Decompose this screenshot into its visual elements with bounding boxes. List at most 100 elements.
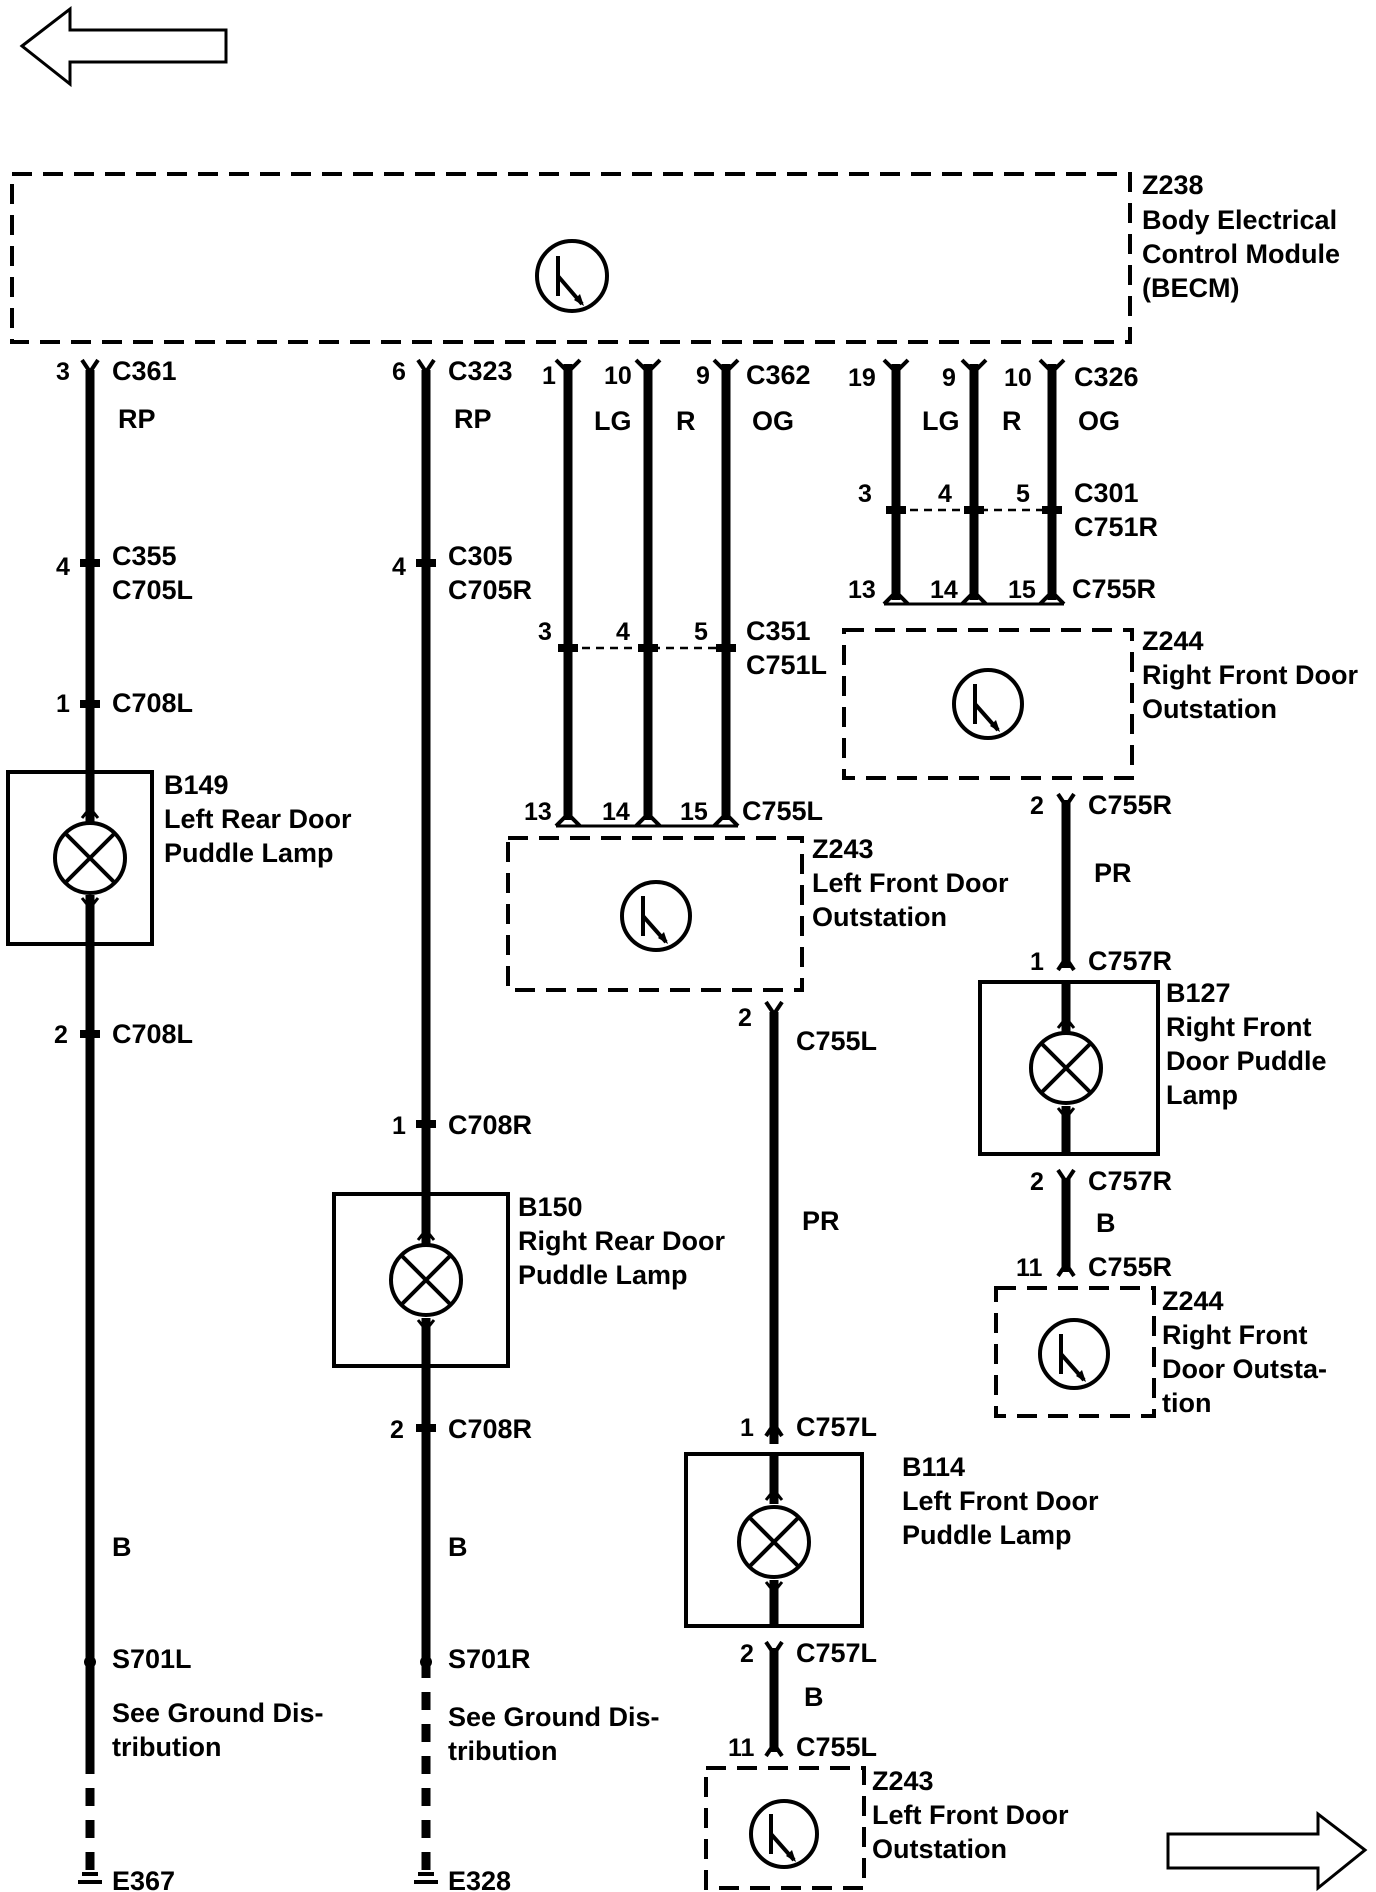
wire-color-r-2: R bbox=[1002, 406, 1022, 436]
becm-module bbox=[10, 172, 1132, 344]
b150-id: B150 bbox=[518, 1192, 583, 1222]
z244-bot-line-3: tion bbox=[1162, 1388, 1211, 1418]
splice-s701l: S701L bbox=[112, 1644, 192, 1674]
b127-id: B127 bbox=[1166, 978, 1231, 1008]
z243-bot-id: Z243 bbox=[872, 1766, 934, 1796]
b149-id: B149 bbox=[164, 770, 229, 800]
b114-lamp bbox=[684, 1452, 864, 1628]
b127-line-1: Right Front bbox=[1166, 1012, 1311, 1042]
wire-color-b-2: B bbox=[448, 1532, 468, 1562]
c351-pin-4: 4 bbox=[616, 618, 630, 646]
connector-c708l-bot: C708L bbox=[112, 1019, 193, 1049]
connector-c708r-top: C708R bbox=[448, 1110, 532, 1140]
c755r-pin-14: 14 bbox=[930, 576, 958, 604]
b114-line-1: Left Front Door bbox=[902, 1486, 1099, 1516]
connector-c705l: C705L bbox=[112, 575, 193, 605]
c757r-pin-1: 1 bbox=[1030, 948, 1044, 976]
wires-left-front-harness bbox=[554, 358, 740, 828]
connector-c362: C362 bbox=[746, 360, 811, 390]
wire-color-pr-left: PR bbox=[802, 1206, 840, 1236]
next-page-arrow-icon[interactable] bbox=[1166, 1810, 1368, 1892]
connector-c755l-top: C755L bbox=[742, 796, 823, 826]
connector-c751l: C751L bbox=[746, 650, 827, 680]
pin-1-c708l: 1 bbox=[56, 690, 70, 718]
wires-right-front-harness bbox=[882, 358, 1066, 606]
wire-color-b-3: B bbox=[804, 1682, 824, 1712]
connector-c755r-top: C755R bbox=[1072, 574, 1156, 604]
c301-pin-5: 5 bbox=[1016, 480, 1030, 508]
connector-c351: C351 bbox=[746, 616, 811, 646]
ground-note-left-1: See Ground Dis- bbox=[112, 1698, 324, 1728]
b150-line-2: Puddle Lamp bbox=[518, 1260, 688, 1290]
wire-color-lg-2: LG bbox=[922, 406, 960, 436]
connector-c757l-bot: C757L bbox=[796, 1638, 877, 1668]
c362-pin-9: 9 bbox=[696, 362, 710, 390]
c351-pin-3: 3 bbox=[538, 618, 552, 646]
z244-bot-line-2: Door Outsta- bbox=[1162, 1354, 1327, 1384]
pin-4-c305: 4 bbox=[392, 553, 406, 581]
becm-line-2: Control Module bbox=[1142, 239, 1340, 269]
becm-line-1: Body Electrical bbox=[1142, 205, 1337, 235]
pin-2-c708l: 2 bbox=[54, 1021, 68, 1049]
previous-page-arrow-icon[interactable] bbox=[19, 5, 228, 88]
c326-pin-19: 19 bbox=[848, 364, 876, 392]
wire-color-lg-1: LG bbox=[594, 406, 632, 436]
c301-pin-4: 4 bbox=[938, 480, 952, 508]
connector-c323: C323 bbox=[448, 356, 513, 386]
c755r-pin-13: 13 bbox=[848, 576, 876, 604]
z244-bot-id: Z244 bbox=[1162, 1286, 1224, 1316]
c755l-pin-14: 14 bbox=[602, 798, 630, 826]
ground-note-left-2: tribution bbox=[112, 1732, 221, 1762]
ground-e367: E367 bbox=[112, 1866, 175, 1892]
connector-c755l-bot: C755L bbox=[796, 1732, 877, 1762]
connector-c757l-top: C757L bbox=[796, 1412, 877, 1442]
z243-mid-id: Z243 bbox=[812, 834, 874, 864]
z244-pin-2: 2 bbox=[1030, 792, 1044, 820]
z244-right-front-outstation-module-bottom bbox=[994, 1286, 1156, 1418]
pin-6-c323: 6 bbox=[392, 358, 406, 386]
c351-pin-5: 5 bbox=[694, 618, 708, 646]
wire-color-rp-1: RP bbox=[118, 404, 156, 434]
ground-e328: E328 bbox=[448, 1866, 511, 1892]
c755r-pin-15: 15 bbox=[1008, 576, 1036, 604]
b127-lamp bbox=[978, 980, 1160, 1156]
b149-lamp bbox=[6, 770, 154, 946]
c362-pin-10: 10 bbox=[604, 362, 632, 390]
connector-c708l-top: C708L bbox=[112, 688, 193, 718]
wire-color-r-1: R bbox=[676, 406, 696, 436]
z244-top-id: Z244 bbox=[1142, 626, 1204, 656]
pin-1-c708r: 1 bbox=[392, 1112, 406, 1140]
wire-color-b-1: B bbox=[112, 1532, 132, 1562]
z244-top-line-2: Outstation bbox=[1142, 694, 1277, 724]
connector-c705r: C705R bbox=[448, 575, 532, 605]
connector-c755r-mid: C755R bbox=[1088, 790, 1172, 820]
c326-pin-9: 9 bbox=[942, 364, 956, 392]
connector-c301: C301 bbox=[1074, 478, 1139, 508]
connector-c757r-top: C757R bbox=[1088, 946, 1172, 976]
b149-line-1: Left Rear Door bbox=[164, 804, 352, 834]
c755l-pin-13: 13 bbox=[524, 798, 552, 826]
pin-2-c708r: 2 bbox=[390, 1416, 404, 1444]
pin-4-c355: 4 bbox=[56, 553, 70, 581]
wire-color-pr-right: PR bbox=[1094, 858, 1132, 888]
c362-pin-1: 1 bbox=[542, 362, 556, 390]
wire-color-og-2: OG bbox=[1078, 406, 1120, 436]
c757r-pin-2: 2 bbox=[1030, 1168, 1044, 1196]
z243-bot-line-1: Left Front Door bbox=[872, 1800, 1069, 1830]
connector-c326: C326 bbox=[1074, 362, 1139, 392]
z243-left-front-outstation-module-bottom bbox=[704, 1766, 866, 1890]
z243-mid-line-1: Left Front Door bbox=[812, 868, 1009, 898]
c301-pin-3: 3 bbox=[858, 480, 872, 508]
c755l-pin-15: 15 bbox=[680, 798, 708, 826]
becm-id: Z238 bbox=[1142, 170, 1204, 200]
c755l-pin-11: 11 bbox=[728, 1734, 755, 1762]
wire-color-b-4: B bbox=[1096, 1208, 1116, 1238]
c326-pin-10: 10 bbox=[1004, 364, 1032, 392]
connector-c755r-bot: C755R bbox=[1088, 1252, 1172, 1282]
z244-bot-line-1: Right Front bbox=[1162, 1320, 1307, 1350]
b150-lamp bbox=[332, 1192, 510, 1368]
connector-c305: C305 bbox=[448, 541, 513, 571]
z243-pin-2: 2 bbox=[738, 1004, 752, 1032]
b150-line-1: Right Rear Door bbox=[518, 1226, 726, 1256]
